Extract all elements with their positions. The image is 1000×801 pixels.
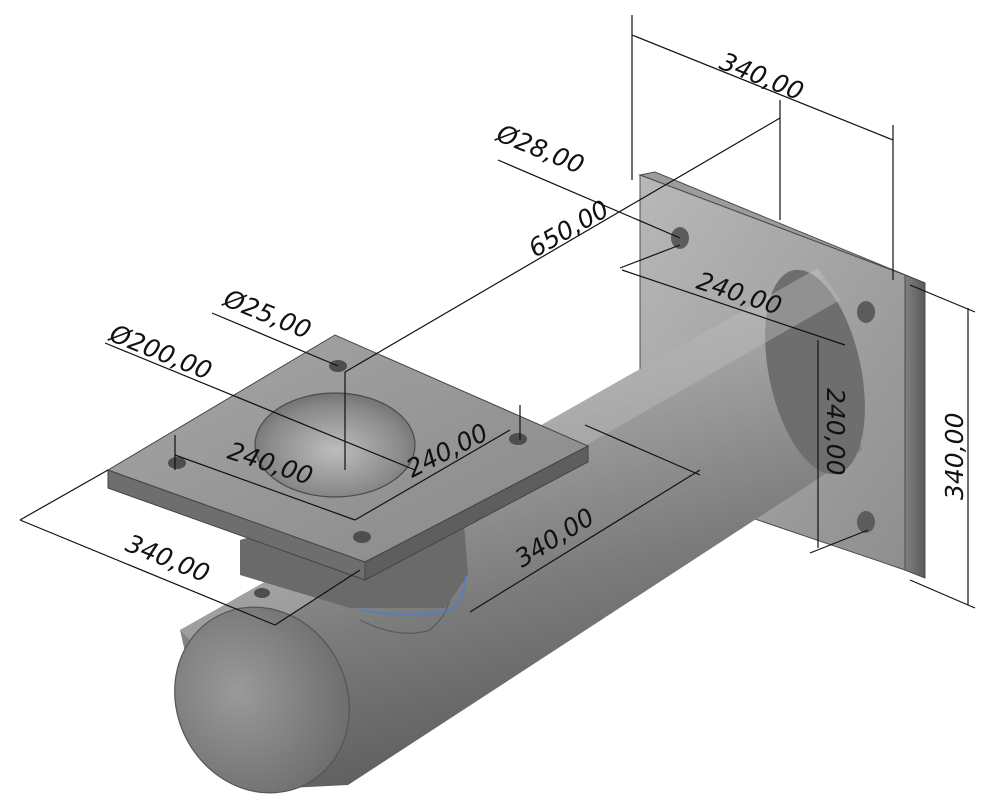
flange-bore [254,392,416,498]
plate-hole [857,301,875,323]
wall-plate-side [904,274,926,579]
tube-end-at-plate [765,269,865,475]
dim-plate-width-top: 340,00 [716,47,808,107]
flange-hole [353,531,371,543]
dim-plate-height: 340,00 [940,413,969,500]
top-flange [106,334,590,616]
plate-hole [857,511,875,533]
dim-plate-hole-spacing-vertical: 240,00 [821,388,850,475]
tube-end-cap [174,606,350,794]
tube-slot [254,588,270,598]
dim-flange-bore: Ø200,00 [105,318,216,385]
flange-hole [509,433,527,445]
dim-plate-hole: Ø28,00 [492,118,588,179]
dim-flange-width: 340,00 [122,529,214,589]
dim-overall-length: 650,00 [524,194,614,263]
flange-skirt-highlight [359,574,467,616]
dimension-lines [19,15,976,626]
flange-hole [168,457,186,469]
tube-body [180,268,862,790]
